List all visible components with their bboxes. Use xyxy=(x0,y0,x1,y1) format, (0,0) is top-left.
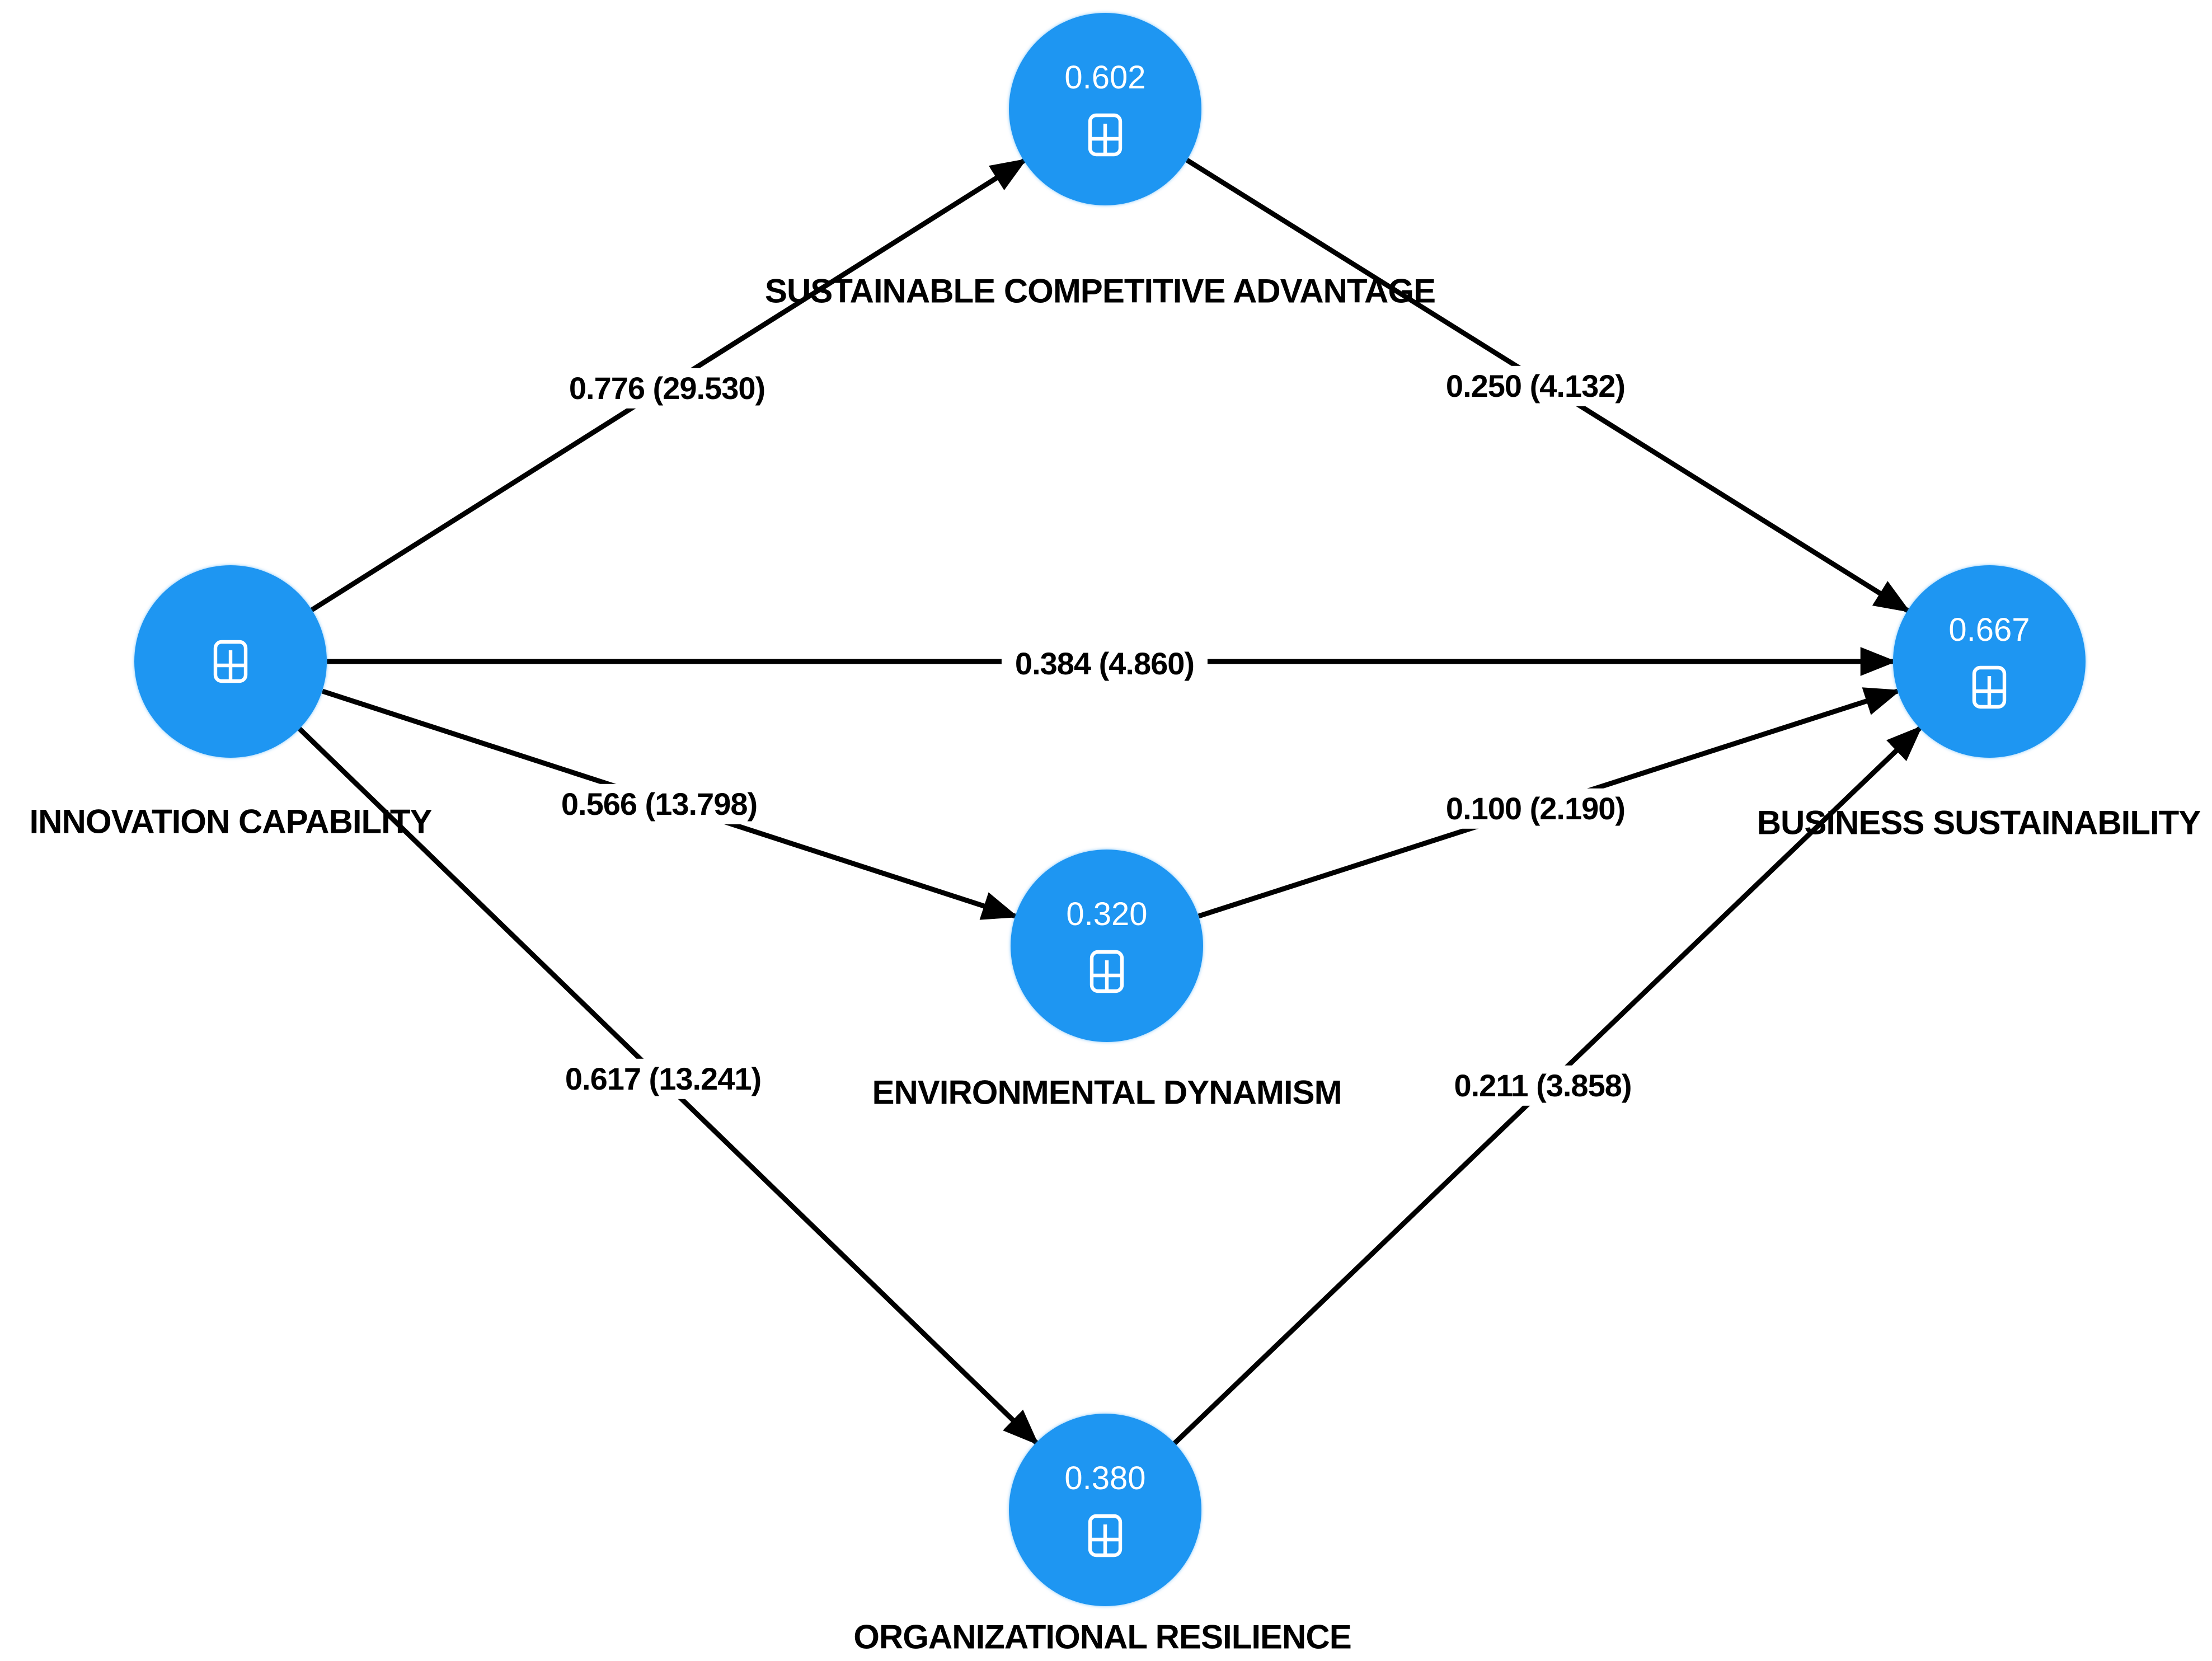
r2-value: 0.320 xyxy=(1066,896,1148,932)
path-coefficient-sca-to-bs: 0.250 (4.132) xyxy=(1432,365,1639,407)
path-coefficient-ic-to-bs: 0.384 (4.860) xyxy=(1001,643,1208,684)
node-label-business-sustainability: BUSINESS SUSTAINABILITY xyxy=(1757,804,2201,842)
plus-expand-icon[interactable] xyxy=(1972,665,2007,709)
node-label-organizational-resilience: ORGANIZATIONAL RESILIENCE xyxy=(853,1618,1351,1656)
plus-expand-icon[interactable] xyxy=(1089,950,1124,993)
node-innovation-capability[interactable] xyxy=(134,565,327,758)
path-coefficient-ic-to-sca: 0.776 (29.530) xyxy=(555,368,779,409)
r2-value: 0.602 xyxy=(1064,59,1146,96)
node-business-sustainability[interactable]: 0.667 xyxy=(1893,565,2086,758)
r2-value: 0.380 xyxy=(1064,1460,1146,1496)
plus-expand-icon[interactable] xyxy=(1088,113,1123,157)
node-label-innovation-capability: INNOVATION CAPABILITY xyxy=(29,803,433,841)
path-coefficient-ic-to-or: 0.617 (13.241) xyxy=(551,1058,775,1100)
node-label-sustainable-competitive-advantage: SUSTAINABLE COMPETITIVE ADVANTAGE xyxy=(764,272,1436,310)
plus-expand-icon[interactable] xyxy=(1088,1514,1123,1557)
node-organizational-resilience[interactable]: 0.380 xyxy=(1009,1414,1201,1606)
plus-expand-icon[interactable] xyxy=(213,640,248,683)
path-coefficient-ed-to-bs: 0.100 (2.190) xyxy=(1432,788,1639,829)
node-environmental-dynamism[interactable]: 0.320 xyxy=(1011,850,1203,1042)
node-sustainable-competitive-advantage[interactable]: 0.602 xyxy=(1009,13,1201,205)
path-coefficient-ic-to-ed: 0.566 (13.798) xyxy=(547,783,771,825)
r2-value: 0.667 xyxy=(1948,612,2030,648)
path-coefficient-or-to-bs: 0.211 (3.858) xyxy=(1440,1065,1645,1106)
node-label-environmental-dynamism: ENVIRONMENTAL DYNAMISM xyxy=(872,1073,1342,1111)
